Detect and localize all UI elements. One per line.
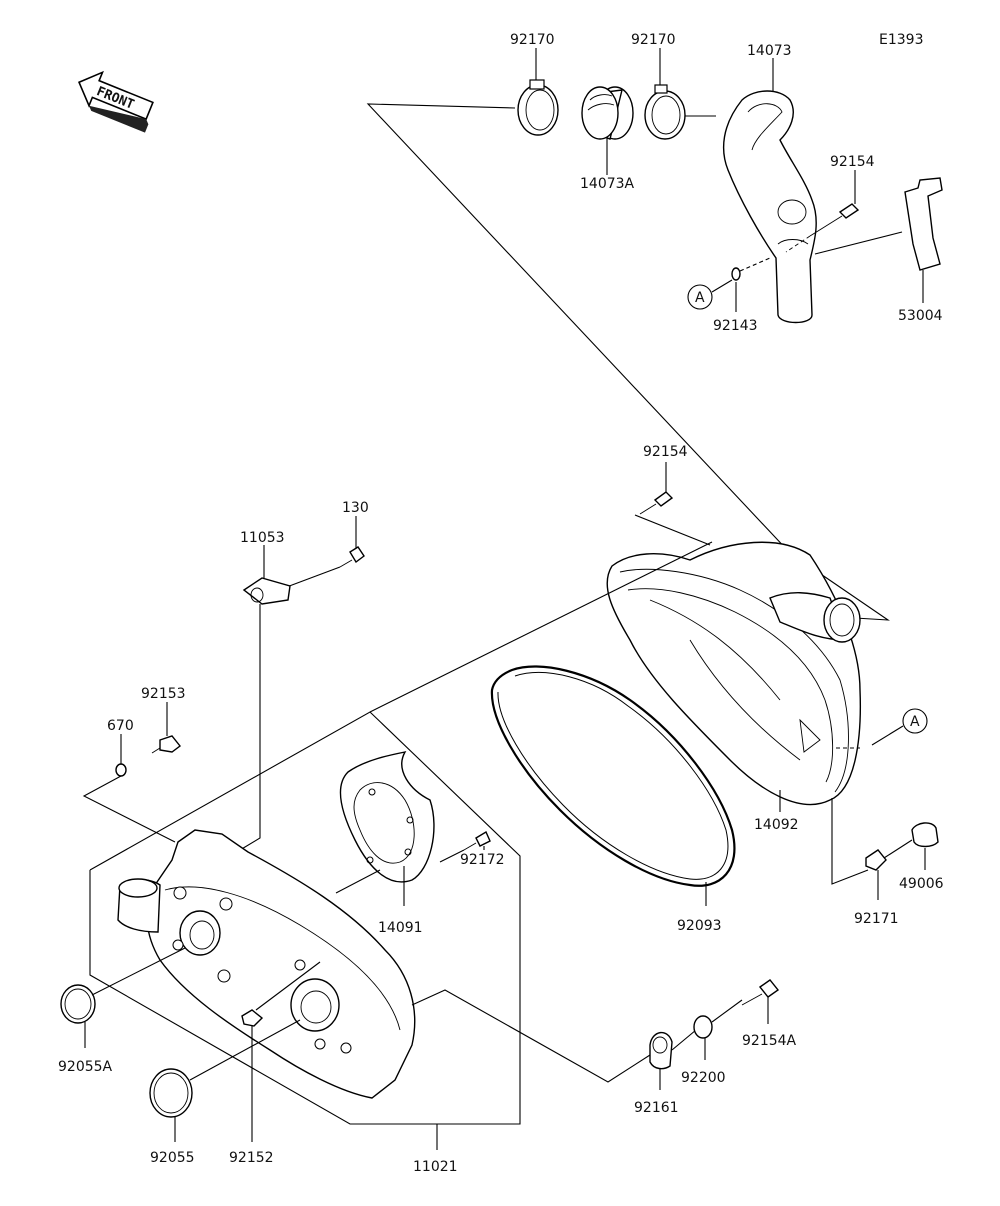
washer-92200 [693,1015,713,1039]
label-11021: 11021 [413,1159,458,1175]
clip-92171 [865,849,887,871]
label-92154-mid: 92154 [643,444,688,460]
label-14073A: 14073A [580,176,635,192]
label-14091: 14091 [378,920,423,936]
oring-670 [115,763,127,777]
label-92055A: 92055A [58,1059,113,1075]
ref-a-mid [902,708,928,734]
inner-cover-11021 [117,829,416,1099]
grommet-92161 [649,1031,673,1070]
label-92170-left: 92170 [510,32,555,48]
label-11053: 11053 [240,530,285,546]
hose-clamp-right [644,84,686,140]
plug-92152 [241,1009,264,1027]
label-92143: 92143 [713,318,758,334]
label-92154-top: 92154 [830,154,875,170]
baffle-plate-14091 [339,751,435,883]
label-92055: 92055 [150,1150,195,1166]
ref-a-mid-label: A [910,714,920,730]
label-92152: 92152 [229,1150,274,1166]
label-92200: 92200 [681,1070,726,1086]
label-92153: 92153 [141,686,186,702]
outer-cover [606,541,862,806]
label-92161: 92161 [634,1100,679,1116]
label-53004: 53004 [898,308,943,324]
label-49006: 49006 [899,876,944,892]
label-92170-right: 92170 [631,32,676,48]
label-14073: 14073 [747,43,792,59]
label-14092: 14092 [754,817,799,833]
screw-92154-mid [639,491,674,515]
washer-92143 [731,267,741,281]
bracket-11053 [242,577,291,605]
drain-plug-92153 [151,735,181,754]
front-arrow-icon: FRONT [78,70,154,133]
bolt-130 [339,546,365,568]
hose-clamp-left [517,79,559,136]
label-130: 130 [342,500,369,516]
ref-a-top-label: A [695,290,705,306]
ref-a-top [687,284,713,310]
bolt-92172 [463,830,491,851]
screw-92154-top [809,203,860,237]
diagram-code: E1393 [879,32,923,48]
oring-92055 [149,1068,193,1118]
label-sticker [904,177,943,271]
label-92154A: 92154A [742,1033,797,1049]
intake-duct [722,90,817,324]
cover-gasket [490,665,736,887]
label-92093: 92093 [677,918,722,934]
rubber-sleeve [581,86,634,140]
rubber-cap-49006 [911,822,939,848]
label-670: 670 [107,718,134,734]
label-92171: 92171 [854,911,899,927]
label-92172: 92172 [460,852,505,868]
bolt-92154A [741,979,780,1006]
oring-92055A [60,984,96,1024]
